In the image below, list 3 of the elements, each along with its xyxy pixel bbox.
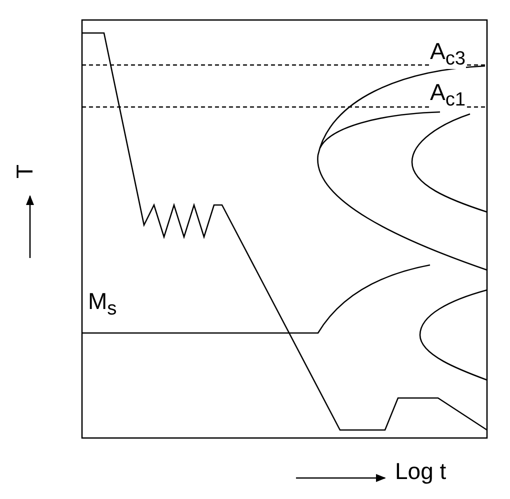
temperature-label: A$_{c1}$ bbox=[430, 81, 466, 110]
temperature-label: A$_{c3}$ bbox=[430, 40, 466, 69]
axis-label: Log t bbox=[395, 460, 446, 483]
